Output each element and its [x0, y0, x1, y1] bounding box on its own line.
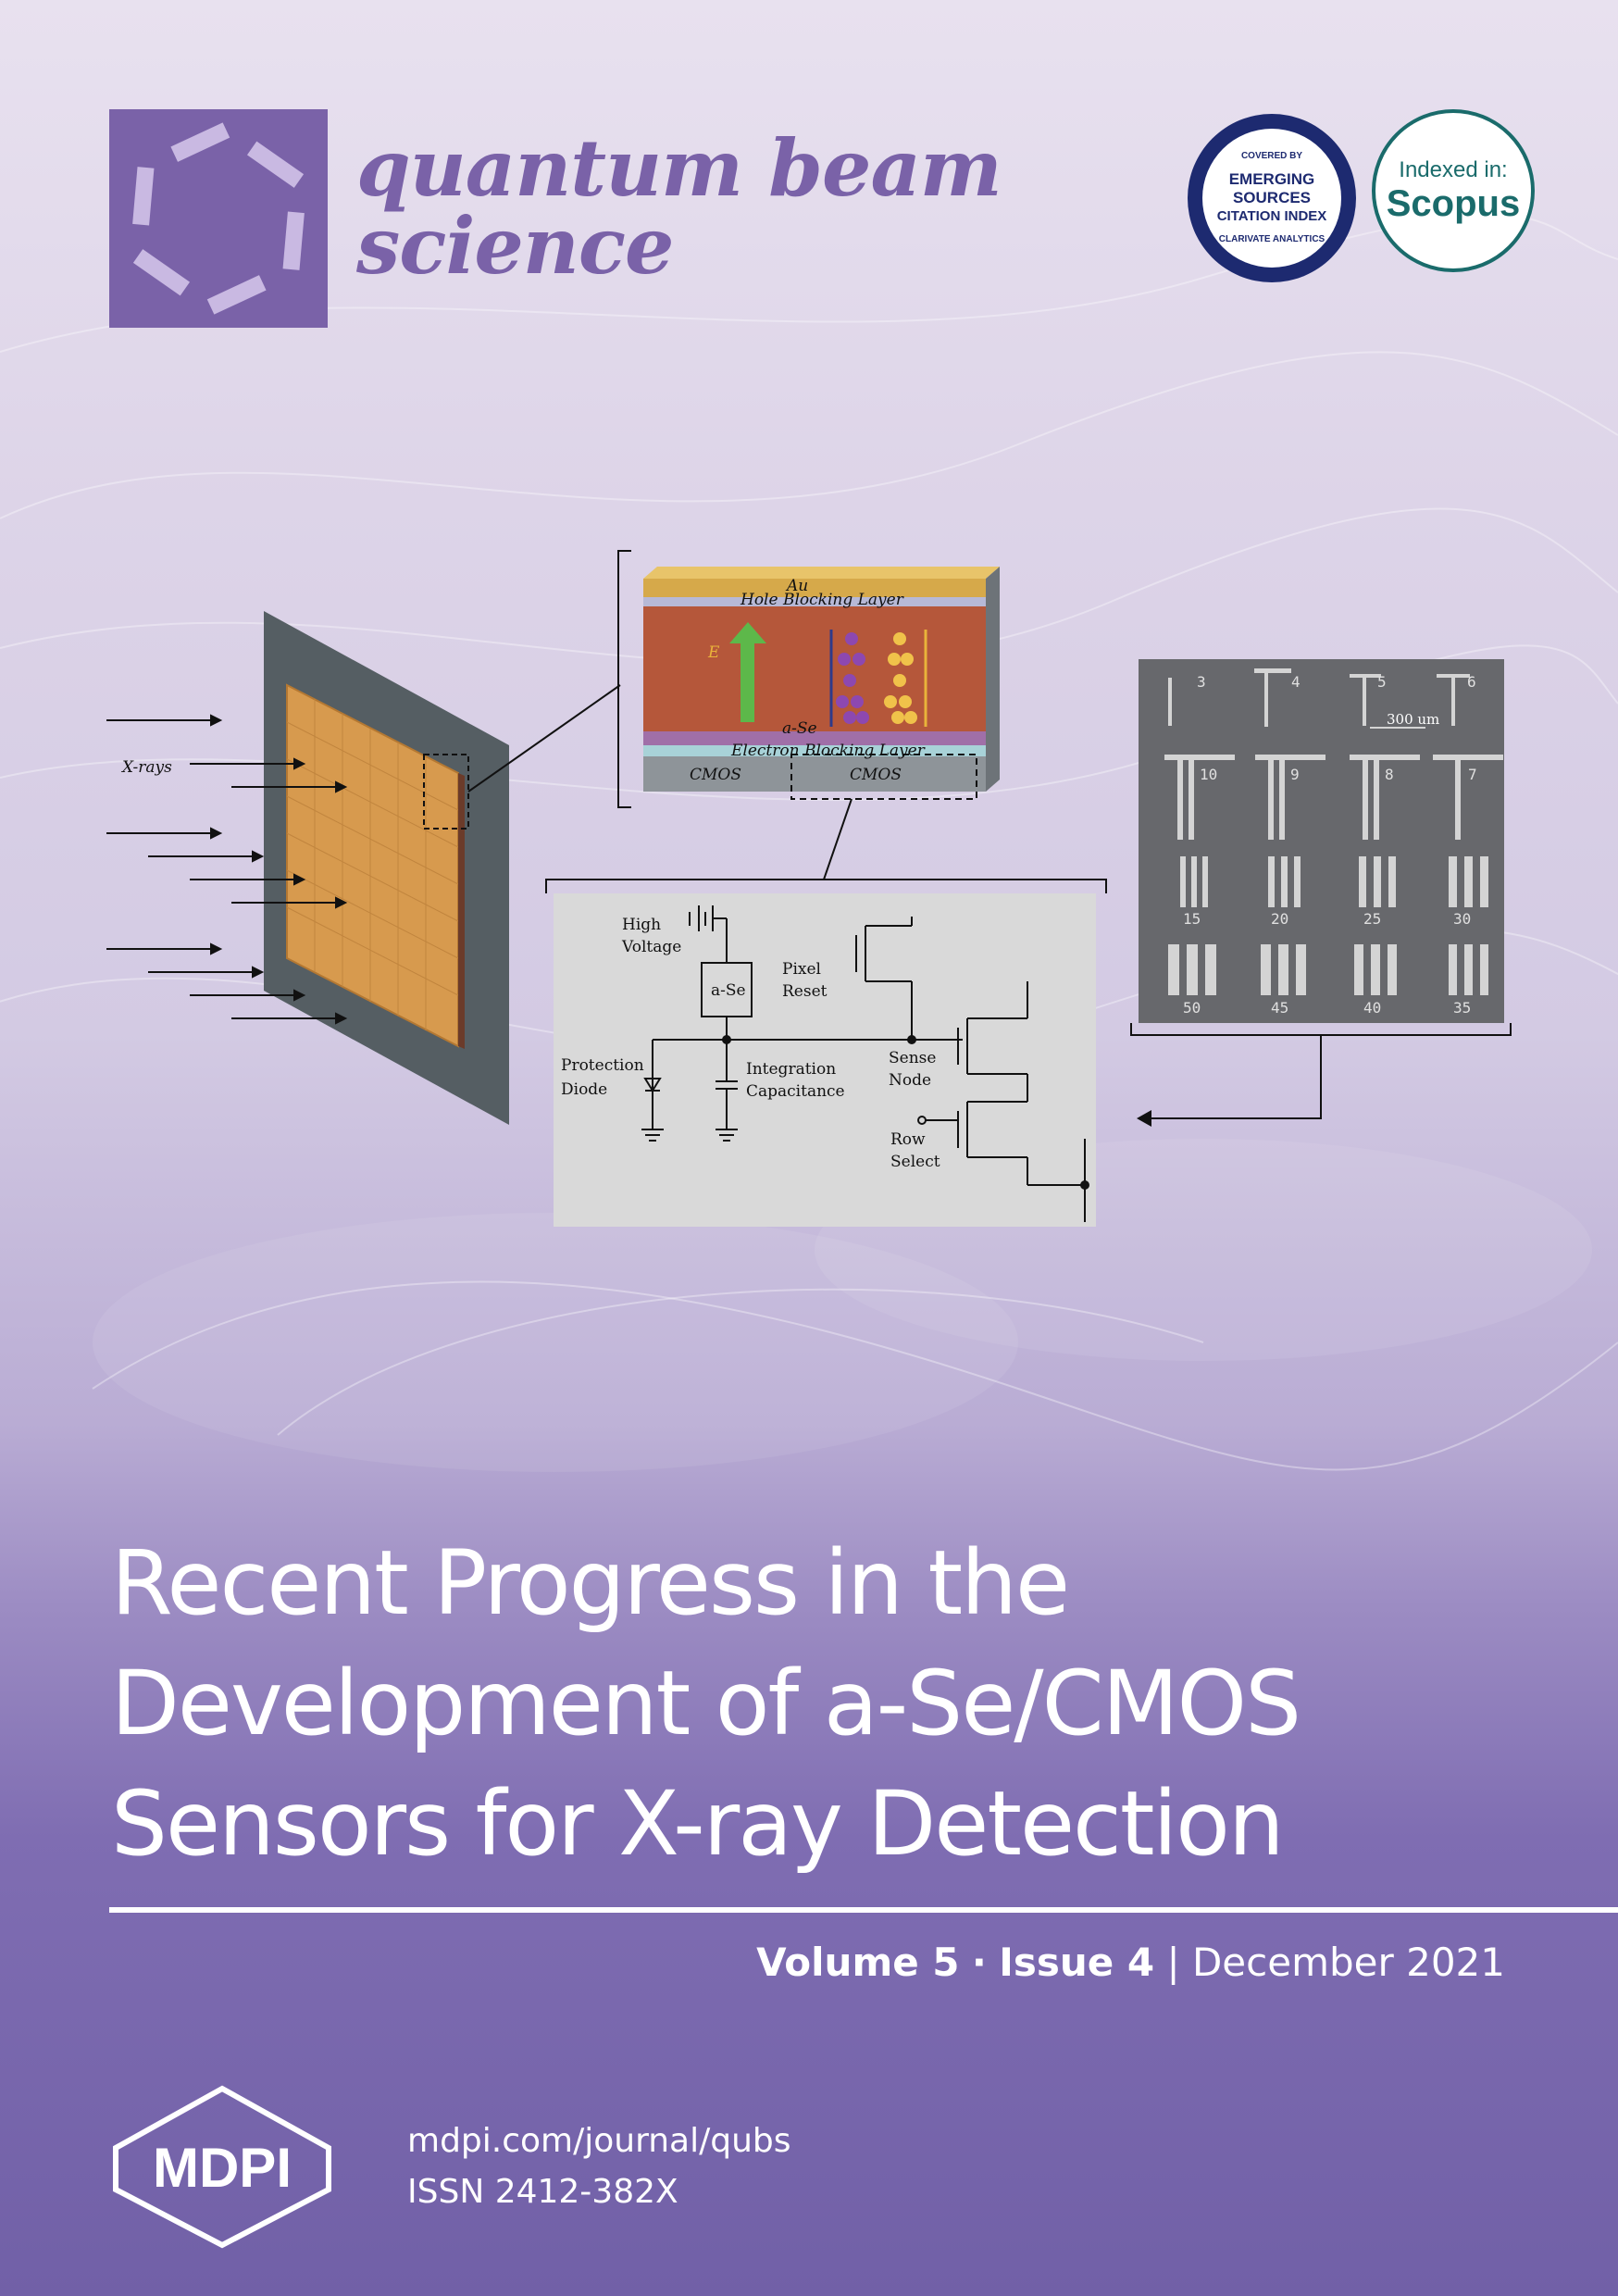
- issue-info: Volume 5 · Issue 4 | December 2021: [756, 1940, 1505, 1985]
- ase-layer-label: a-Se: [782, 719, 817, 738]
- high-voltage-label: High: [622, 916, 661, 934]
- phantom-label-5: 5: [1377, 673, 1387, 691]
- mdpi-logo: MDPI: [113, 2085, 331, 2249]
- phantom-label-6: 6: [1467, 673, 1476, 691]
- journal-url[interactable]: mdpi.com/journal/qubs: [407, 2122, 791, 2160]
- high-voltage-label-2: Voltage: [621, 938, 681, 956]
- pixel-reset-label-2: Reset: [782, 982, 828, 1001]
- article-title-line3: Sensors for X-ray Detection: [111, 1772, 1285, 1876]
- phantom-label-9: 9: [1290, 766, 1300, 783]
- sense-node-label-2: Node: [889, 1071, 931, 1090]
- issue-bar: |: [1166, 1940, 1180, 1985]
- esci-line1: EMERGING: [1228, 170, 1315, 188]
- volume-label: Volume 5: [756, 1940, 960, 1985]
- phantom-label-20: 20: [1271, 910, 1288, 928]
- cover-figure: X-rays: [106, 550, 1512, 1227]
- phantom-label-45: 45: [1271, 999, 1288, 1017]
- article-title-line2: Development of a-Se/CMOS: [111, 1652, 1301, 1755]
- mdpi-logo-text: MDPI: [153, 2137, 292, 2199]
- phantom-label-10: 10: [1200, 766, 1217, 783]
- xray-image-panel: 3 4 5 6 10 9 8 7 15 20 25 30 50 45 40 35…: [1130, 659, 1512, 1127]
- phantom-label-35: 35: [1453, 999, 1471, 1017]
- phantom-label-4: 4: [1291, 673, 1301, 691]
- integration-label-2: Capacitance: [746, 1082, 845, 1101]
- au-label: Au: [785, 577, 808, 595]
- esci-line2: SOURCES: [1232, 189, 1312, 206]
- protection-diode-label-2: Diode: [561, 1080, 607, 1099]
- publisher-info: mdpi.com/journal/qubs ISSN 2412-382X: [407, 2115, 791, 2217]
- esci-line3: CITATION INDEX: [1216, 208, 1327, 224]
- scopus-label: Indexed in:: [1399, 157, 1508, 182]
- article-title-line1: Recent Progress in the: [111, 1531, 1070, 1635]
- esci-clarivate: CLARIVATE ANALYTICS: [1218, 234, 1326, 244]
- phantom-label-40: 40: [1363, 999, 1381, 1017]
- xrays-label: X-rays: [120, 758, 172, 777]
- phantom-label-25: 25: [1363, 910, 1381, 928]
- issn: ISSN 2412-382X: [407, 2173, 678, 2211]
- integration-label: Integration: [746, 1060, 836, 1079]
- scopus-name: Scopus: [1386, 183, 1521, 224]
- scale-bar-label: 300 um: [1387, 711, 1439, 728]
- cmos-right-label: CMOS: [850, 766, 902, 784]
- issue-date: December 2021: [1191, 1940, 1505, 1985]
- hole-blocking-label: Hole Blocking Layer: [740, 591, 904, 609]
- sense-node-label: Sense: [889, 1049, 936, 1067]
- field-label: E: [707, 643, 720, 662]
- issue-separator: ·: [971, 1940, 987, 1985]
- cmos-left-label: CMOS: [690, 766, 741, 784]
- protection-diode-label: Protection: [561, 1056, 644, 1075]
- hexagon-icon: [113, 2085, 331, 2249]
- row-select-label: Row: [890, 1130, 926, 1149]
- esci-covered-by: COVERED BY: [1240, 151, 1303, 161]
- xray-arrows: [106, 714, 348, 1025]
- phantom-label-7: 7: [1468, 766, 1477, 783]
- layer-stack: Au Hole Blocking Layer E a-Se Electron B…: [617, 550, 1000, 880]
- ring-icon: [132, 122, 305, 315]
- pixel-reset-label: Pixel: [782, 960, 821, 979]
- title-divider: [109, 1907, 1618, 1913]
- phantom-label-3: 3: [1197, 673, 1206, 691]
- issue-label: Issue 4: [999, 1940, 1155, 1985]
- phantom-label-50: 50: [1183, 999, 1201, 1017]
- journal-name-line1: quantum beam: [356, 122, 1002, 214]
- pixel-circuit: High Voltage a-Se Pixel Reset Protection…: [545, 879, 1107, 1227]
- phantom-label-15: 15: [1183, 910, 1201, 928]
- electron-blocking-label: Electron Blocking Layer: [730, 742, 926, 760]
- phantom-label-30: 30: [1453, 910, 1471, 928]
- scopus-badge: Indexed in: Scopus: [1372, 109, 1535, 272]
- esci-badge: COVERED BY EMERGING SOURCES CITATION IND…: [1188, 114, 1356, 282]
- detector-panel: [264, 611, 621, 1125]
- journal-name: quantum beam science: [356, 130, 1002, 285]
- ase-box-label: a-Se: [711, 981, 746, 1000]
- article-title: Recent Progress in the Development of a-…: [111, 1523, 1555, 1884]
- row-select-label-2: Select: [890, 1153, 940, 1171]
- journal-name-line2: science: [356, 200, 674, 292]
- phantom-label-8: 8: [1385, 766, 1394, 783]
- journal-logo: [109, 109, 328, 328]
